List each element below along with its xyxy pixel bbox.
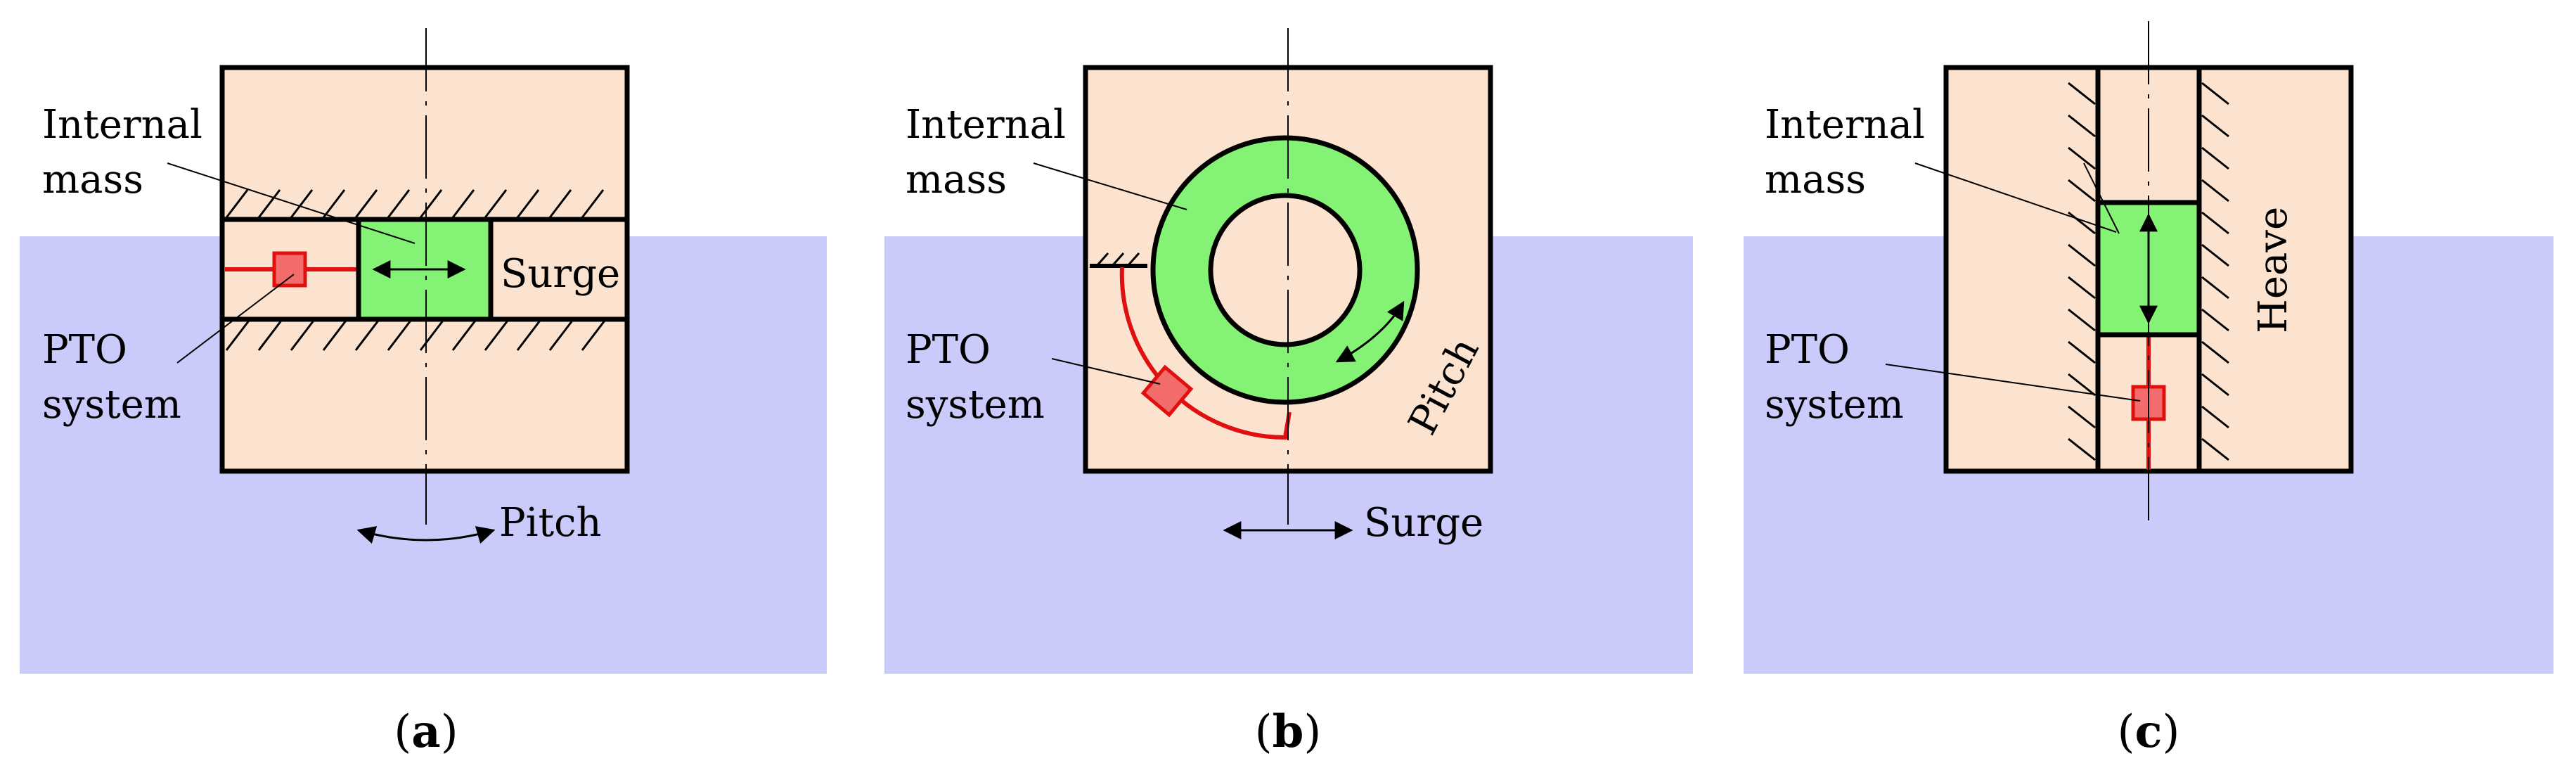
left-hatching xyxy=(2068,82,2096,461)
internal-mass-label-line2: mass xyxy=(906,157,1007,203)
internal-mass-label: Internal mass xyxy=(906,102,1066,203)
panel-a: Internal mass PTO system Surge Pitch (a) xyxy=(20,28,827,758)
pitch-arrow xyxy=(356,526,496,544)
mass-rotation-arrow xyxy=(1335,300,1405,363)
surge-label: Surge xyxy=(1364,500,1483,546)
caption-b: (b) xyxy=(1255,705,1322,758)
heave-label: Heave xyxy=(2250,207,2296,333)
pto-label: PTO system xyxy=(1765,327,1904,428)
pto-damper xyxy=(1140,364,1194,418)
leader-internal-mass xyxy=(2083,162,2120,234)
internal-mass-label-line2: mass xyxy=(42,157,143,203)
surge-label: Surge xyxy=(501,251,620,297)
internal-mass-label-line2: mass xyxy=(1765,157,1866,203)
leader-pto xyxy=(1885,364,2141,402)
internal-mass-label-line1: Internal xyxy=(1765,102,1925,148)
panel-c: Internal mass PTO system Heave (c) xyxy=(1744,21,2554,758)
lower-hatching xyxy=(225,320,606,351)
pto-label: PTO system xyxy=(42,327,181,428)
caption-a: (a) xyxy=(394,705,458,758)
internal-mass-label-line1: Internal xyxy=(906,102,1066,148)
pto-label-line2: system xyxy=(1765,382,1904,428)
pto-label-line2: system xyxy=(906,382,1045,428)
leader-internal-mass xyxy=(1033,162,1187,210)
internal-mass-label: Internal mass xyxy=(42,102,202,203)
leader-pto xyxy=(176,274,295,364)
pto-damper xyxy=(272,251,307,288)
pto-label-line1: PTO xyxy=(1765,327,1850,373)
leader-internal-mass xyxy=(167,162,416,244)
upper-hatching xyxy=(224,189,605,220)
internal-mass-label: Internal mass xyxy=(1765,102,1925,203)
pitch-label: Pitch xyxy=(499,500,602,546)
pto-label-line1: PTO xyxy=(42,327,127,373)
pto-label-line1: PTO xyxy=(906,327,991,373)
leader-pto xyxy=(1051,358,1161,385)
internal-mass-label-line1: Internal xyxy=(42,102,202,148)
anchor-hatching xyxy=(1095,252,1140,267)
caption-c: (c) xyxy=(2118,705,2180,758)
pto-label-line2: system xyxy=(42,382,181,428)
right-hatching xyxy=(2201,82,2229,461)
leader-internal-mass-c xyxy=(1914,162,2117,233)
pto-label: PTO system xyxy=(906,327,1045,428)
